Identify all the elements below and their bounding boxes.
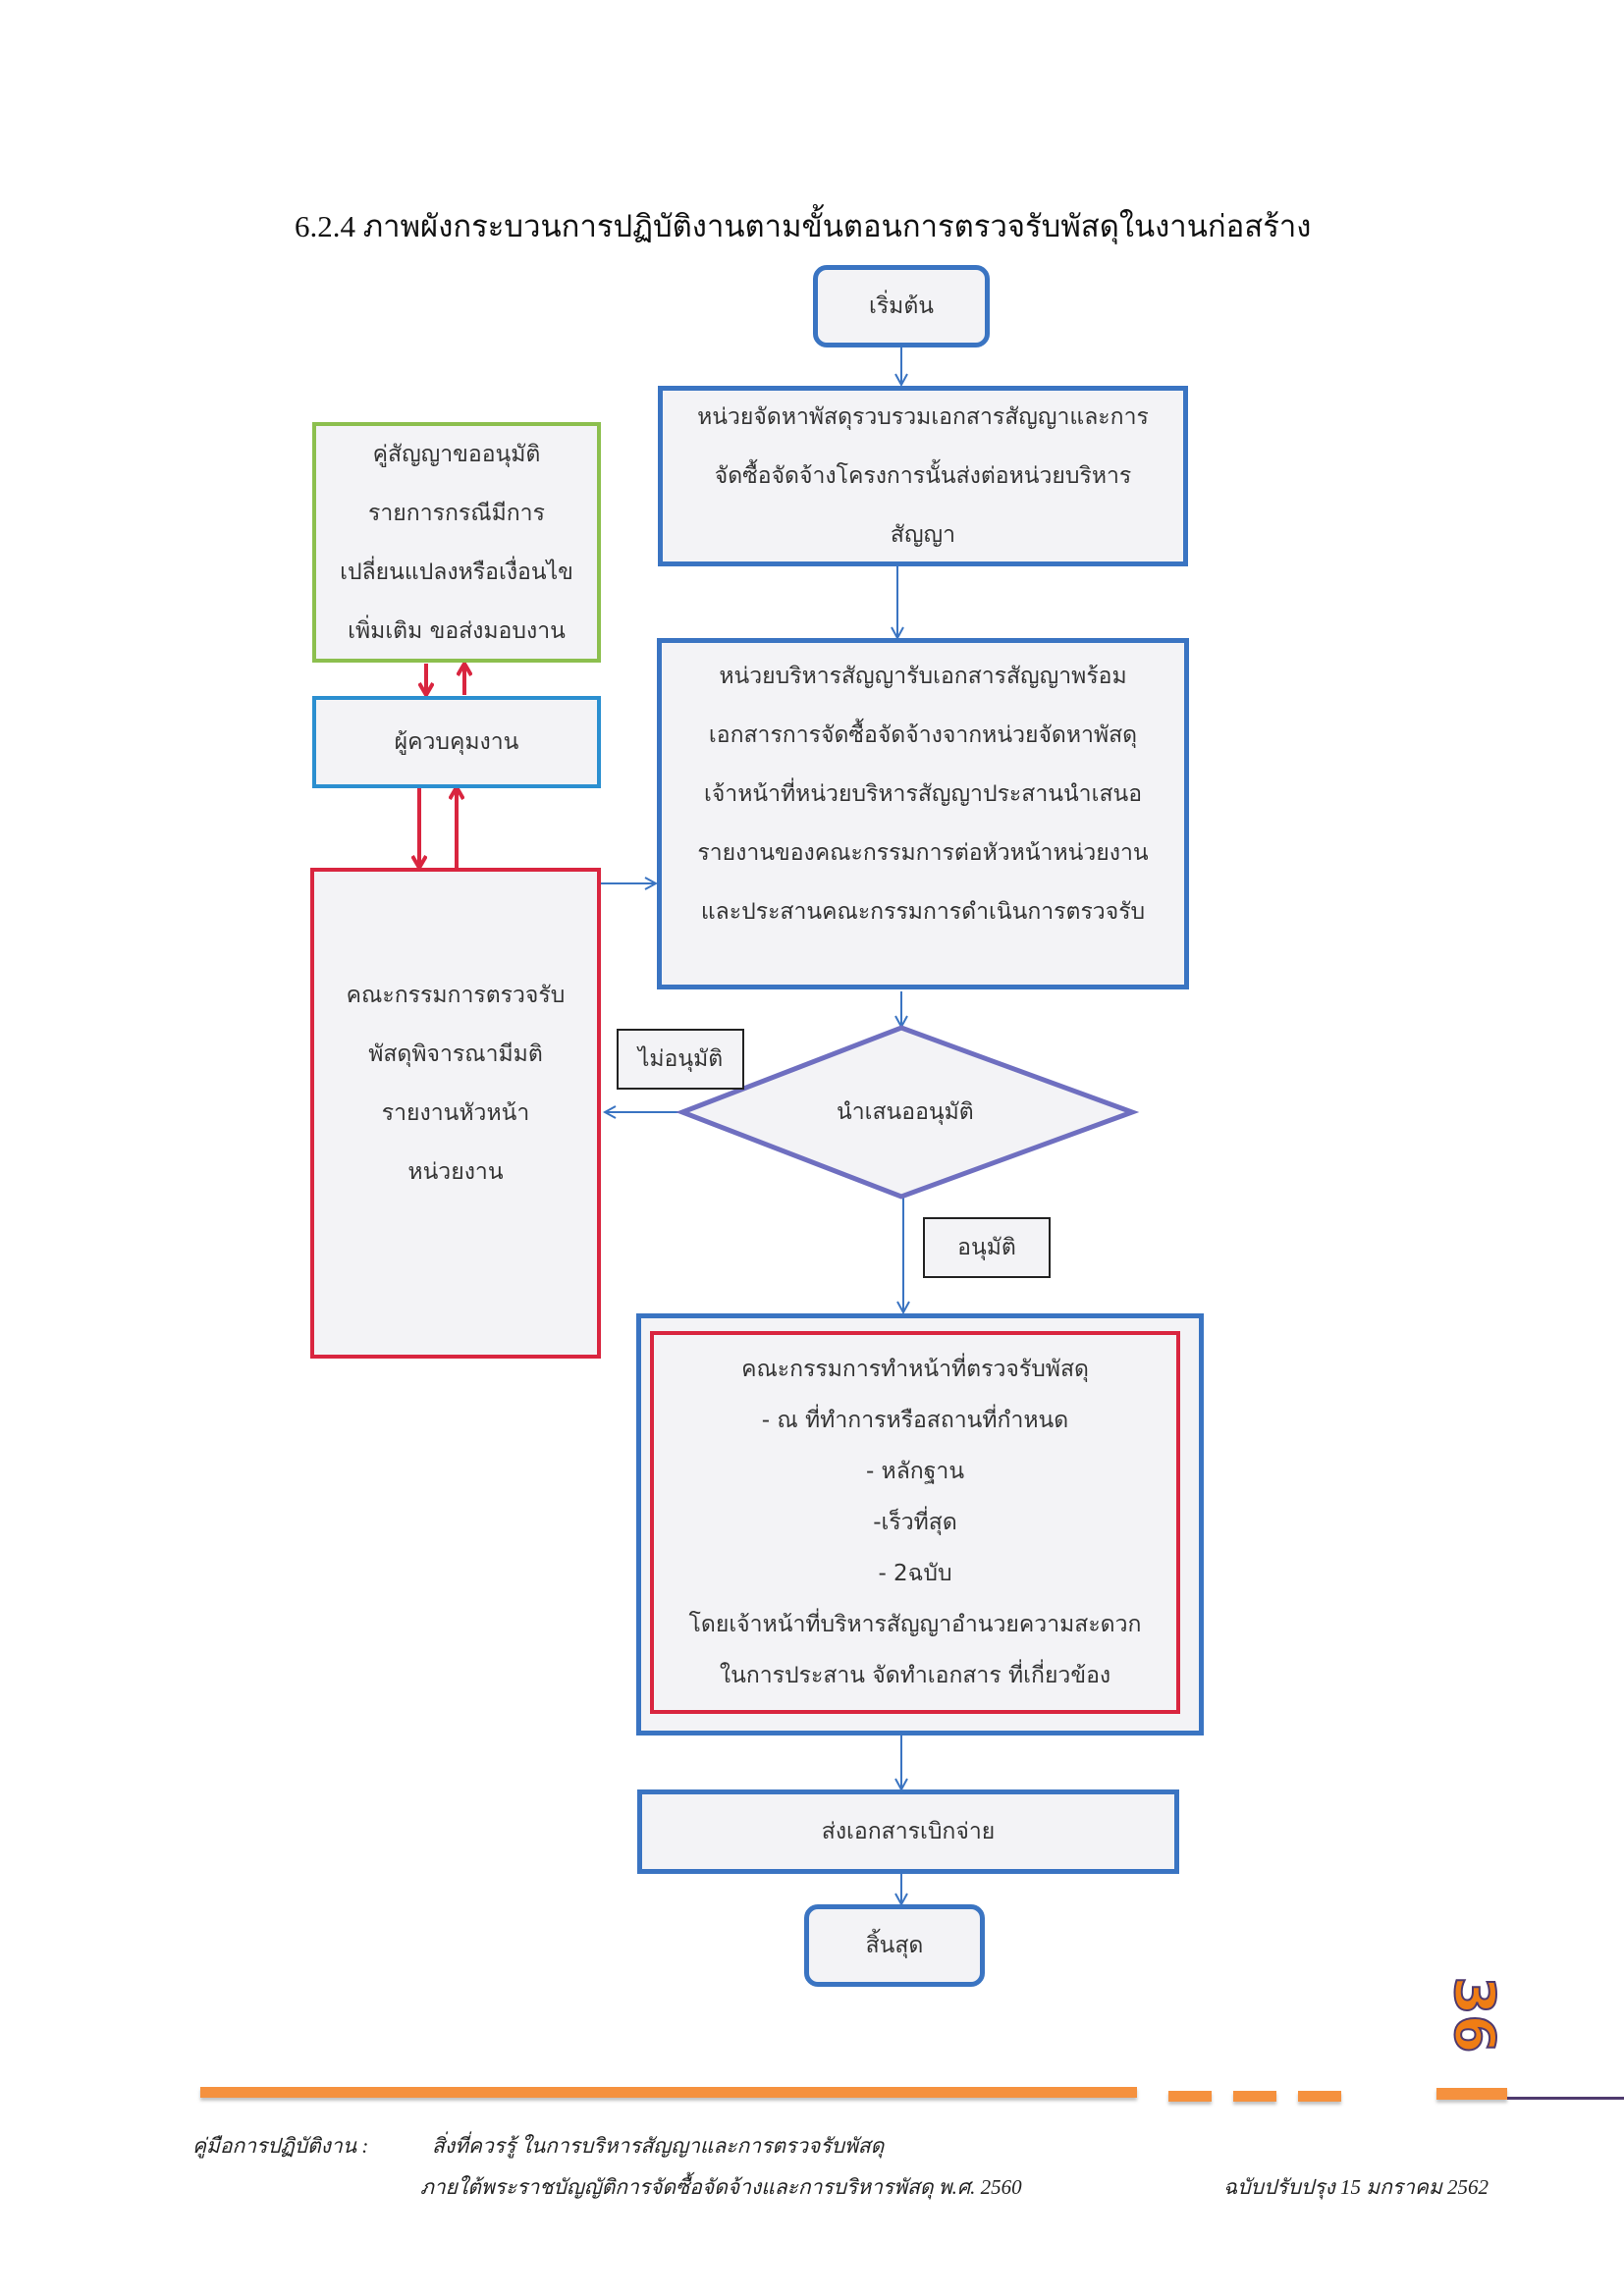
inspection-line: โดยเจ้าหน้าที่บริหารสัญญาอำนวยความสะดวก (688, 1612, 1142, 1637)
step2-line: เอกสารการจัดซื้อจัดจ้างจากหน่วยจัดหาพัสด… (708, 722, 1138, 748)
step1-line: จัดซื้อจัดจ้างโครงการนั้นส่งต่อหน่วยบริห… (714, 463, 1132, 489)
footer-line2: ภายใต้พระราชบัญญัติการจัดซื้อจัดจ้างและก… (420, 2175, 1022, 2199)
step2-line: หน่วยบริหารสัญญารับเอกสารสัญญาพร้อม (719, 664, 1127, 689)
footer-revision: ฉบับปรับปรุง 15 มกราคม 2562 (1223, 2175, 1489, 2199)
step1-line: หน่วยจัดหาพัสดุรวบรวมเอกสารสัญญาและการ (697, 404, 1149, 430)
footer-bar-dash (1168, 2091, 1212, 2102)
payment-docs-step: ส่งเอกสารเบิกจ่าย (637, 1789, 1179, 1874)
payment-label: ส่งเอกสารเบิกจ่าย (821, 1819, 996, 1844)
step2-line: รายงานของคณะกรรมการต่อหัวหน้าหน่วยงาน (697, 840, 1149, 866)
footer-bar-dash (1233, 2091, 1276, 2102)
contractor-line: เปลี่ยนแปลงหรือเงื่อนไข (340, 559, 573, 585)
inspection-line: - หลักฐาน (865, 1459, 965, 1484)
end-terminal: สิ้นสุด (804, 1904, 985, 1987)
start-label: เริ่มต้น (868, 294, 935, 319)
supervisor-label: ผู้ควบคุมงาน (394, 729, 519, 755)
contractor-line: รายการกรณีมีการ (368, 500, 545, 526)
procurement-unit-step: หน่วยจัดหาพัสดุรวบรวมเอกสารสัญญาและการ จ… (658, 386, 1188, 566)
step1-line: สัญญา (890, 522, 956, 548)
inspection-line: - ณ ที่ทำการหรือสถานที่กำหนด (761, 1408, 1069, 1433)
committee-line: หน่วยงาน (407, 1159, 504, 1185)
end-label: สิ้นสุด (865, 1933, 924, 1958)
footer-bar-dash (1298, 2091, 1341, 2102)
footer-rule (1507, 2097, 1624, 2100)
committee-line: พัสดุพิจารณามีมติ (368, 1041, 543, 1067)
footer-line1: สิ่งที่ควรรู้ ในการบริหารสัญญาและการตรวจ… (432, 2134, 885, 2158)
inspection-line: คณะกรรมการทำหน้าที่ตรวจรับพัสดุ (741, 1357, 1089, 1382)
footer-bar-long (200, 2087, 1137, 2098)
contractor-request-box: คู่สัญญาขออนุมัติ รายการกรณีมีการ เปลี่ย… (312, 422, 601, 663)
inspection-line: ในการประสาน จัดทำเอกสาร ที่เกี่ยวข้อง (719, 1663, 1111, 1688)
reject-label: ไม่อนุมัติ (617, 1029, 744, 1090)
inspection-line: - 2ฉบับ (878, 1561, 952, 1586)
inspection-duties-box: คณะกรรมการทำหน้าที่ตรวจรับพัสดุ - ณ ที่ท… (650, 1331, 1180, 1714)
inspection-line: -เร็วที่สุด (873, 1510, 957, 1535)
step2-line: และประสานคณะกรรมการดำเนินการตรวจรับ (700, 899, 1146, 925)
step2-line: เจ้าหน้าที่หน่วยบริหารสัญญาประสานนำเสนอ (703, 781, 1143, 807)
supervisor-box: ผู้ควบคุมงาน (312, 696, 601, 788)
page-heading: 6.2.4 ภาพผังกระบวนการปฏิบัติงานตามขั้นตอ… (295, 209, 1312, 243)
footer-manual-label: คู่มือการปฏิบัติงาน : (192, 2134, 369, 2158)
committee-line: รายงานหัวหน้า (381, 1100, 530, 1126)
committee-line: คณะกรรมการตรวจรับ (346, 983, 566, 1008)
approve-label: อนุมัติ (923, 1217, 1051, 1278)
contract-admin-step: หน่วยบริหารสัญญารับเอกสารสัญญาพร้อม เอกส… (657, 638, 1189, 989)
decision-label: นำเสนออนุมัติ (837, 1099, 974, 1125)
contractor-line: คู่สัญญาขออนุมัติ (372, 441, 541, 467)
contractor-line: เพิ่มเติม ขอส่งมอบงาน (348, 617, 566, 644)
start-terminal: เริ่มต้น (813, 265, 990, 347)
page-number: 36 (1440, 1976, 1506, 2055)
footer-bar-short (1436, 2088, 1507, 2100)
inspection-committee-box: คณะกรรมการตรวจรับ พัสดุพิจารณามีมติ รายง… (310, 868, 601, 1359)
